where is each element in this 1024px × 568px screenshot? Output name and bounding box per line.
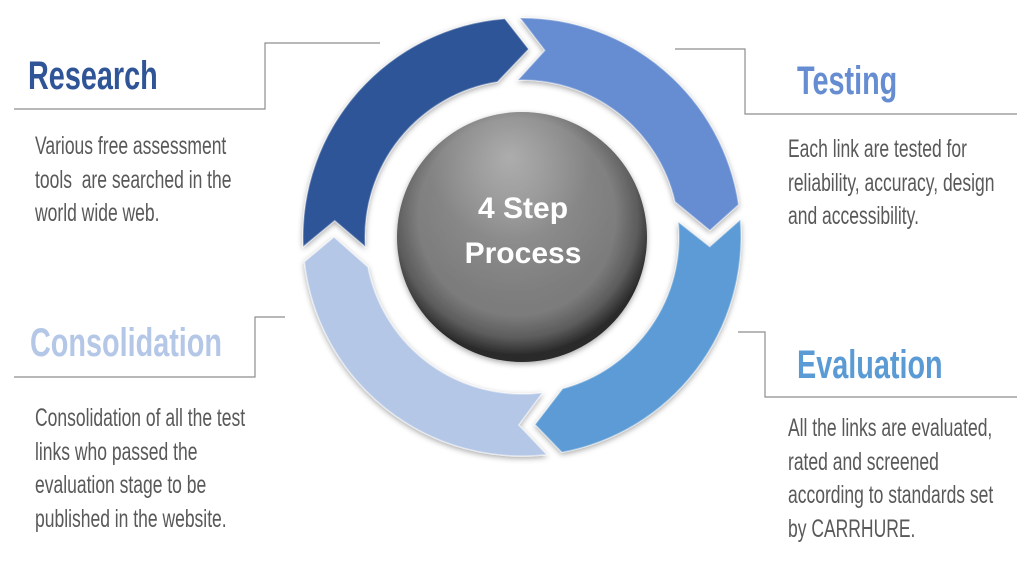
description-line: Each link are tested for [788,135,967,163]
description-line: All the links are evaluated, [788,414,993,442]
connector-consolidation [14,316,285,378]
description-line: and accessibility. [788,202,919,230]
description-line: evaluation stage to be [35,471,207,499]
step-heading-testing: Testing [797,59,898,103]
description-line: tools are searched in the [35,165,232,194]
center-badge: 4 Step Process [397,112,647,362]
connector-testing [675,48,1017,115]
description-line: links who passed the [35,437,198,466]
cycle-arrow-research [302,17,530,249]
step-description-evaluation: All the links are evaluated, rated and s… [788,412,993,546]
description-line: published in the website. [35,504,227,533]
cycle-arrow-consolidation [303,236,549,457]
description-line: Various free assessment [35,132,227,160]
center-circle-gloss [397,112,647,362]
connector-research [14,42,380,110]
description-line: Consolidation of all the test [35,404,246,432]
step-description-consolidation: Consolidation of all the test links who … [35,402,245,536]
connector-evaluation [738,331,1017,398]
cycle-ring [302,17,742,457]
step-description-research: Various free assessment tools are search… [35,130,232,231]
description-line: according to standards set [788,481,994,509]
step-heading-consolidation: Consolidation [30,321,222,365]
step-heading-evaluation: Evaluation [797,343,943,387]
description-line: by CARRHURE. [788,514,916,543]
step-heading-research: Research [28,54,158,98]
cycle-arrow-evaluation [534,218,742,454]
cycle-arrow-testing [516,17,740,232]
center-title-line2: Process [465,237,582,270]
step-description-testing: Each link are tested for reliability, ac… [788,133,995,234]
description-line: reliability, accuracy, design [788,168,995,197]
description-line: world wide web. [35,199,160,227]
description-line: rated and screened [788,447,939,476]
center-title-line1: 4 Step [478,192,568,225]
